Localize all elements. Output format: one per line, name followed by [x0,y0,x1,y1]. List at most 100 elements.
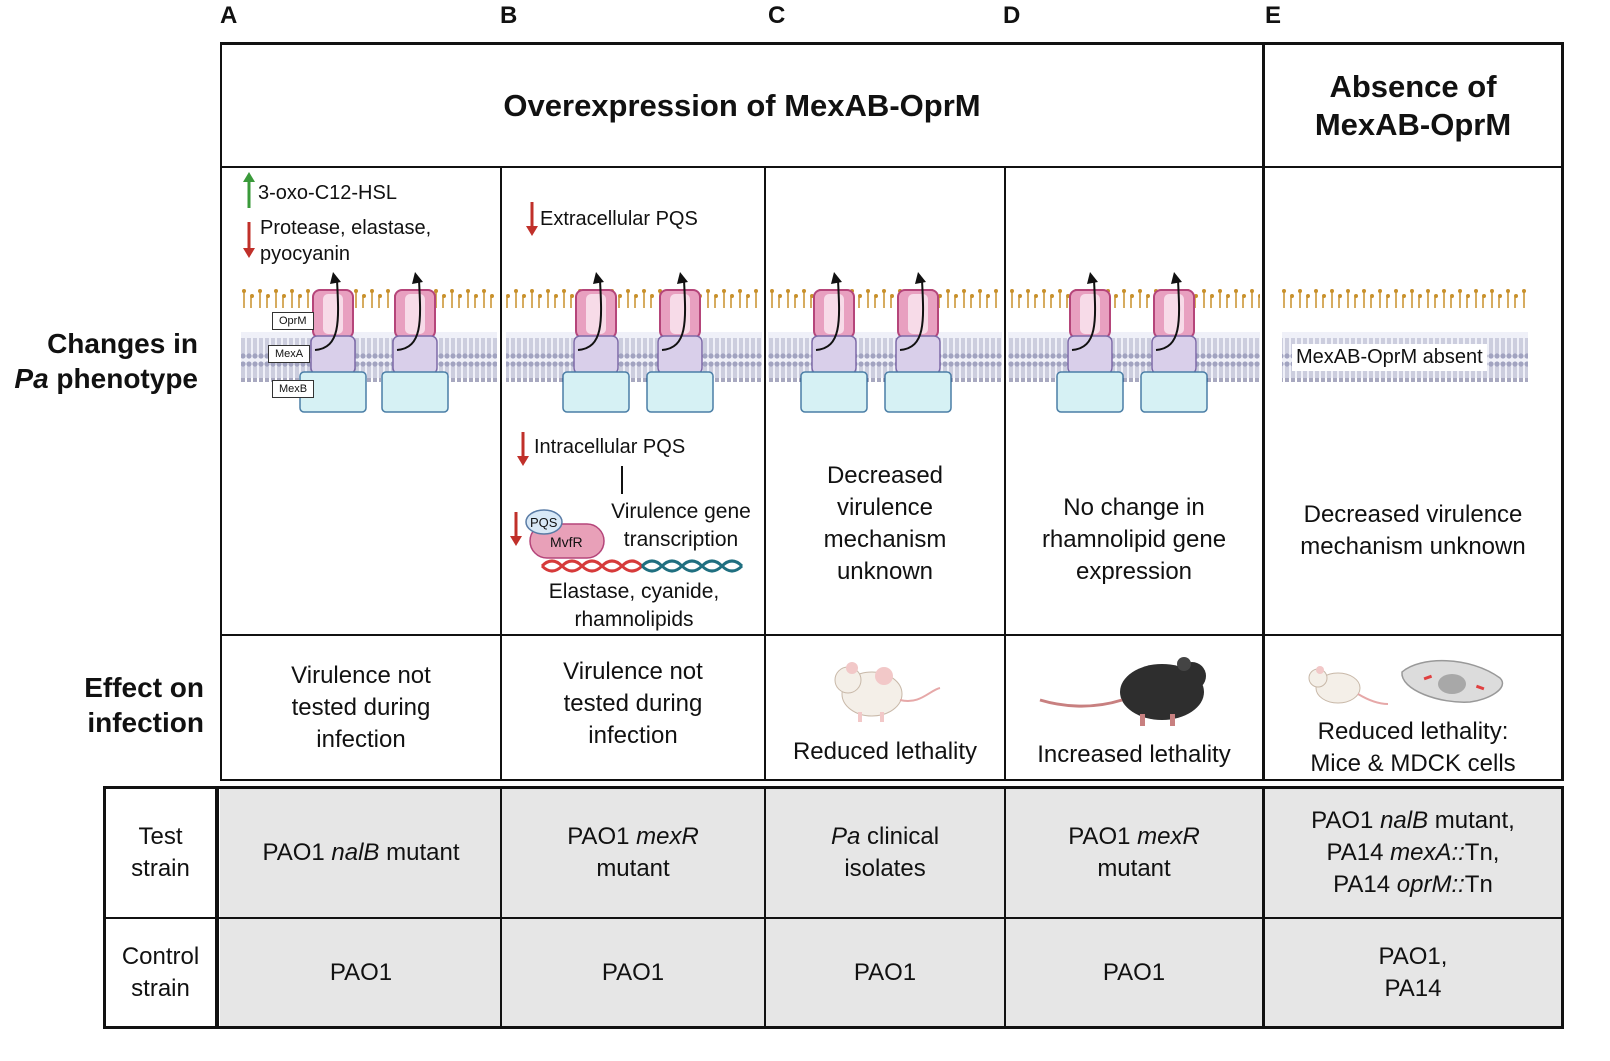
label-pqs: PQS [530,515,558,530]
membrane-d [1008,271,1260,413]
label-protease-line1: Protease, elastase, [260,217,432,239]
label-3-oxo: 3-oxo-C12-HSL [258,182,397,204]
panel-letter-a: A [220,2,238,29]
row-label-test: Test strain [106,789,215,917]
test-strain-c-line1: Pa clinical [831,821,939,853]
panel-d-line3: expression [1075,558,1193,585]
panel-letter-d: D [1003,2,1021,29]
row-label-test-line2: strain [131,855,190,882]
effect-e-line1: Reduced lethality: [1317,718,1509,745]
label-genes-line2: rhamnolipids [574,608,694,631]
effect-e: Reduced lethality: Mice & MDCK cells [1265,716,1561,780]
control-strain-e: PAO1, PA14 [1265,919,1561,1026]
label-mexa: MexA [268,345,311,363]
panel-e-line1: Decreased virulence [1303,501,1523,528]
test-strain-d-line2: mutant [1097,855,1171,882]
test-strain-a-text: PAO1 nalB mutant [262,837,459,869]
panel-c-line4: unknown [836,558,934,585]
label-intracellular-pqs: Intracellular PQS [534,436,686,458]
row-label-control-line1: Control [121,942,200,970]
white-mouse-icon [834,662,941,722]
effect-a: Virulence not tested during infection [222,636,500,779]
label-virulence-line2: transcription [623,528,739,551]
row-label-control-line2: strain [131,974,190,1002]
test-a-pre: PAO1 [262,839,332,866]
effect-e-line2: Mice & MDCK cells [1310,750,1516,777]
membrane-c [768,271,1002,413]
down-arrow-icon-b-pqs [510,512,522,546]
panel-letter-e: E [1265,2,1282,29]
effect-a-line3: infection [316,725,406,753]
test-e3-italic: oprM:: [1396,871,1465,898]
row-label-control: Control strain [106,919,215,1026]
panel-e-text: Decreased virulence mechanism unknown [1265,499,1561,563]
mdck-cell-icon [1401,659,1504,703]
label-mexb: MexB [272,380,315,398]
test-e2-post: Tn, [1464,839,1500,866]
down-arrow-icon-b-extra [526,202,538,236]
effect-d: Increased lethality [1037,741,1231,768]
panel-c-line1: Decreased [826,462,944,489]
membrane-illustrations [241,172,1528,573]
test-strain-e-line1: PAO1 nalB mutant, [1311,805,1515,837]
test-e1-pre: PAO1 [1311,807,1381,834]
test-e1-italic: nalB [1380,807,1429,834]
header-absence: Absence of MexAB-OprM [1265,45,1561,166]
panel-c-line2: virulence [836,494,934,521]
control-strain-c: PAO1 [853,958,917,986]
effect-c: Reduced lethality [792,738,978,765]
panel-d-line1: No change in [1063,494,1205,521]
effect-b-line3: infection [588,722,678,749]
label-mexab-absent: MexAB-OprM absent [1292,344,1487,371]
pa-italic: Pa [14,363,49,394]
header-absence-line1: Absence of [1329,68,1497,104]
dna-helix-icon [540,559,744,573]
test-strain-c: Pa clinical isolates [766,789,1004,917]
control-strain-b: PAO1 [601,958,665,986]
control-strain-e-line2: PA14 [1384,974,1442,1002]
label-virulence-line1: Virulence gene [611,500,751,523]
test-b-italic: mexR [636,823,699,850]
effect-a-line1: Virulence not [291,661,431,689]
test-strain-d: PAO1 mexR mutant [1006,789,1262,917]
label-protease-line2: pyocyanin [260,243,351,265]
membrane-b [506,271,762,413]
test-strain-b-line2: mutant [596,855,670,882]
down-arrow-icon-b-intra [517,432,529,466]
row-label-changes-line2: Pa phenotype [0,361,198,396]
control-strain-d: PAO1 [1102,958,1166,986]
test-e3-pre: PA14 [1333,871,1397,898]
test-strain-b: PAO1 mexR mutant [502,789,764,917]
test-e1-post: mutant, [1428,807,1515,834]
test-strain-c-line2: isolates [844,855,926,882]
down-arrow-icon-a [243,222,255,258]
panel-c-line3: mechanism [823,526,947,553]
test-d-italic: mexR [1137,823,1200,850]
row-label-effect-line1: Effect on [84,672,204,703]
label-oprm: OprM [272,312,314,330]
panel-letter-b: B [500,2,518,29]
strain-area-bg [220,786,1562,1028]
test-strain-b-line1: PAO1 mexR [567,821,699,853]
test-strain-a: PAO1 nalB mutant [222,789,500,917]
test-c-italic: Pa [830,823,861,850]
test-strain-e: PAO1 nalB mutant, PA14 mexA::Tn, PA14 op… [1265,789,1561,917]
test-a-post: mutant [379,839,460,866]
test-e2-italic: mexA:: [1390,839,1465,866]
test-strain-d-line1: PAO1 mexR [1068,821,1200,853]
effect-a-line2: tested during [291,693,431,721]
row-label-effect: Effect on infection [0,670,204,740]
row-label-effect-line2: infection [87,707,204,738]
effect-b: Virulence not tested during infection [502,636,764,772]
panel-e-line2: mechanism unknown [1300,533,1526,560]
test-d-pre: PAO1 [1068,823,1138,850]
row-label-changes-rest: phenotype [48,363,198,394]
row-label-changes: Changes in Pa phenotype [0,326,198,396]
test-c-post: clinical [860,823,940,850]
effect-b-line2: tested during [563,690,703,717]
test-strain-e-line2: PA14 mexA::Tn, [1327,837,1500,869]
row-label-test-line1: Test [138,823,183,850]
small-white-mouse-icon [1308,666,1389,705]
label-genes-line1: Elastase, cyanide, [548,580,720,603]
panel-d-line2: rhamnolipid gene [1041,526,1227,553]
